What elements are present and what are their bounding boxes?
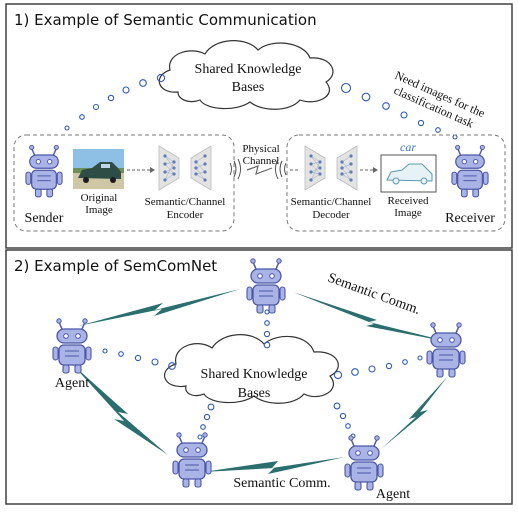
car-label: car [400, 140, 416, 154]
panel2-title: 2) Example of SemComNet [14, 257, 217, 275]
encoder-line1: Semantic/Channel [145, 196, 226, 208]
signal-waves-right-icon [275, 158, 287, 180]
original-image [73, 149, 124, 189]
bolt-left-bottom [72, 364, 168, 455]
receiver-box [286, 134, 506, 232]
bolt-left-top [78, 289, 240, 326]
received-image-line2: Image [394, 207, 422, 219]
agent-left-label: Agent [55, 376, 89, 391]
knowledge-cloud-1 [158, 40, 334, 110]
receiver-label: Receiver [445, 211, 495, 226]
decoder-line1: Semantic/Channel [291, 196, 372, 208]
sender-label: Sender [25, 211, 64, 226]
original-image-line2: Image [85, 204, 113, 216]
physical-channel-line2: Channel [243, 155, 280, 167]
channel-bolt-icon [246, 165, 273, 175]
arrow-to-received-head [373, 167, 378, 173]
received-image [380, 154, 437, 193]
arrow-to-encoder-head [150, 167, 155, 173]
kb-label-1-line2: Bases [232, 80, 265, 95]
dots-sender-cloud [64, 73, 166, 131]
panel1-frame [5, 3, 513, 249]
agent-bottom-label: Agent [376, 487, 410, 502]
kb-label-2-line1: Shared Knowledge [201, 367, 308, 382]
knowledge-cloud-2 [164, 334, 339, 404]
original-image-line1: Original [81, 192, 118, 204]
dots-cloud-receiver [340, 82, 458, 140]
sender-box [13, 134, 235, 232]
kb-label-1-line1: Shared Knowledge [195, 62, 302, 77]
kb-label-2-line2: Bases [238, 386, 271, 401]
semantic-comm-bottom: Semantic Comm. [233, 476, 330, 491]
received-image-line1: Received [388, 195, 429, 207]
physical-channel-line1: Physical [242, 143, 279, 155]
bolt-bottom [203, 457, 345, 474]
encoder-line2: Encoder [167, 209, 204, 221]
panel1-title: 1) Example of Semantic Communication [14, 11, 317, 29]
signal-waves-left-icon [229, 158, 241, 180]
link-bolts [72, 289, 454, 474]
decoder-line2: Decoder [312, 209, 350, 221]
